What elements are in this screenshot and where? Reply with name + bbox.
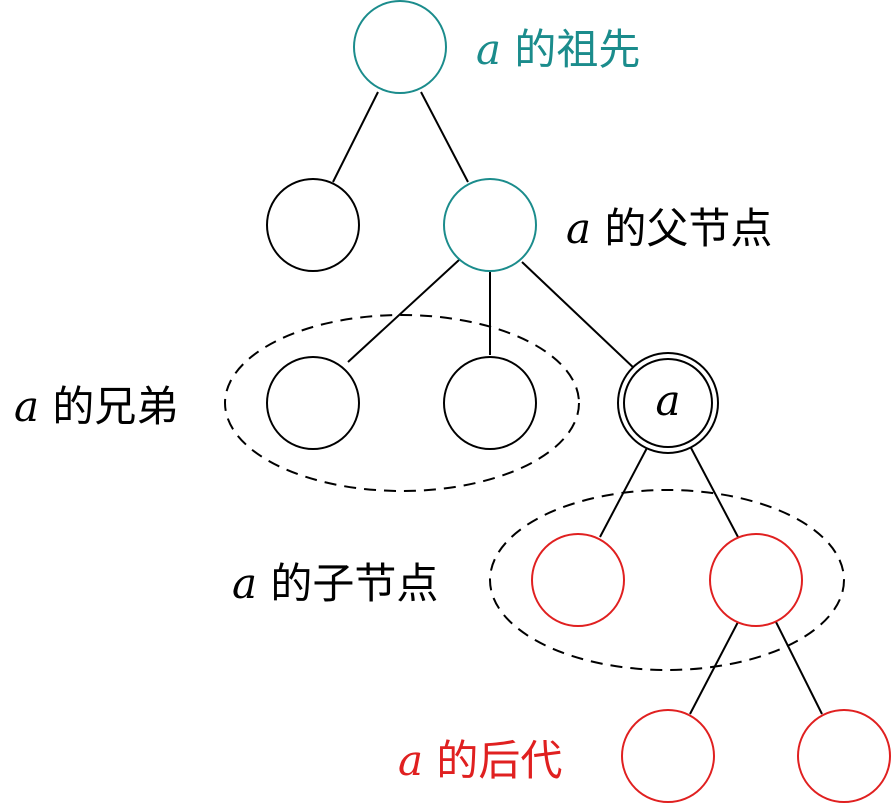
descendants-label: a 的后代 xyxy=(398,736,562,785)
ancestor-label: a 的祖先 xyxy=(476,25,640,74)
siblings-label: a 的兄弟 xyxy=(14,382,178,431)
children-label: a 的子节点 xyxy=(232,559,438,608)
edge-a-child2 xyxy=(689,445,739,538)
siblings-group-ellipse xyxy=(224,314,580,492)
parent-node xyxy=(443,178,537,272)
edges xyxy=(332,91,823,715)
root-left-child-node xyxy=(266,178,360,272)
edge-child2-desc2 xyxy=(775,621,823,715)
descendant-node-2 xyxy=(797,709,891,803)
edge-a-child1 xyxy=(599,445,649,538)
edge-root-leftchild xyxy=(332,91,379,183)
sibling-node-1 xyxy=(266,356,360,450)
children-group-ellipse xyxy=(489,489,845,671)
child-node-1 xyxy=(531,533,625,627)
node-a-inner-ring xyxy=(623,358,713,448)
child-node-2 xyxy=(709,533,803,627)
parent-label: a 的父节点 xyxy=(566,204,772,253)
edge-parent-sibling1 xyxy=(347,259,460,363)
sibling-node-2 xyxy=(443,356,537,450)
edge-root-parent xyxy=(420,91,469,183)
edge-child2-desc1 xyxy=(689,621,739,715)
edge-parent-a xyxy=(521,261,637,371)
ancestor-node xyxy=(353,0,447,94)
descendant-node-1 xyxy=(621,709,715,803)
node-a-letter: a xyxy=(655,376,680,425)
